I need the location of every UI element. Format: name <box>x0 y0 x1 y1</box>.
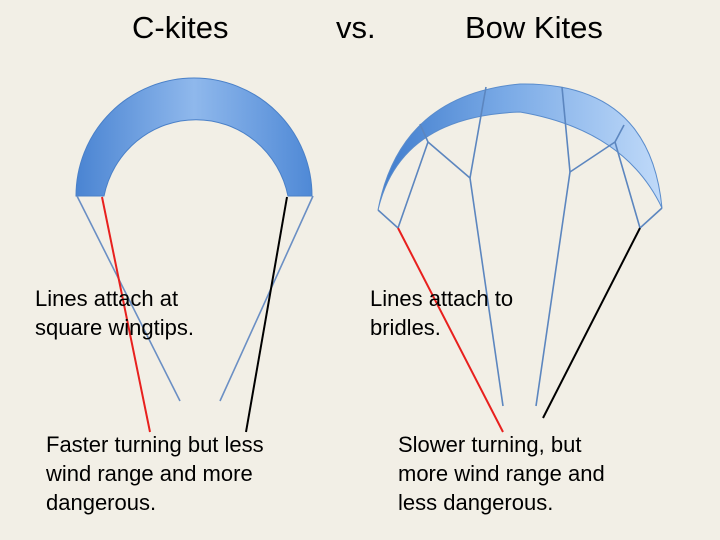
c-kite-turning-line-1: Faster turning but less <box>46 432 264 457</box>
c-kite-turning-note: Faster turning but less wind range and m… <box>46 430 264 517</box>
c-kite-attach-note: Lines attach at square wingtips. <box>35 284 194 342</box>
bow-kite-turning-line-1: Slower turning, but <box>398 432 582 457</box>
bow-kite-red-line <box>397 227 504 433</box>
bow-kite-turning-line-3: less dangerous. <box>398 490 554 515</box>
bow-kite-attach-note: Lines attach to bridles. <box>370 284 513 342</box>
bow-kite-attach-line-1: Lines attach to <box>370 286 514 311</box>
c-kite-line-right-outer <box>219 195 314 402</box>
bow-kite-turning-note: Slower turning, but more wind range and … <box>398 430 605 517</box>
bow-kite-canopy <box>377 83 663 211</box>
c-kite-line-left-outer <box>76 195 181 402</box>
c-kite-red-line <box>101 196 151 433</box>
c-kite-attach-line-2: square wingtips. <box>35 315 194 340</box>
bow-kite-bridles <box>377 86 663 407</box>
c-kite-attach-line-1: Lines attach at <box>35 286 179 311</box>
bow-kite-attach-line-2: bridles. <box>370 315 441 340</box>
vs-title: vs. <box>336 10 376 45</box>
bow-kite-turning-line-2: more wind range and <box>398 461 605 486</box>
c-kite-canopy <box>75 77 313 197</box>
c-kite-black-line <box>245 196 288 433</box>
c-kites-title: C-kites <box>132 10 229 45</box>
c-kite-turning-line-2: wind range and more <box>46 461 253 486</box>
bow-kites-title: Bow Kites <box>465 10 603 45</box>
c-kite-turning-line-3: dangerous. <box>46 490 157 515</box>
bow-kite-black-line <box>542 227 641 419</box>
